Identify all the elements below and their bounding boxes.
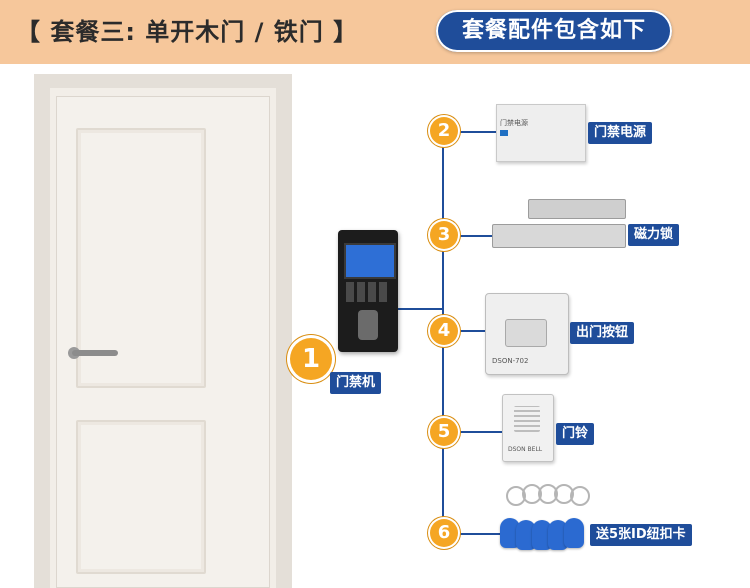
connector-5 [444, 431, 502, 433]
item-number-4: 4 [430, 317, 458, 345]
power-box-label: 门禁电源 [500, 119, 528, 127]
terminal-keypad [346, 282, 390, 302]
id-key-fob-icon [516, 520, 536, 550]
item-label-4: 出门按钮 [570, 322, 635, 344]
power-supply-image [496, 104, 586, 162]
exit-button-key-icon [505, 319, 547, 347]
connector-terminal [398, 308, 444, 310]
item-number-6: 6 [430, 519, 458, 547]
door-image [56, 96, 270, 588]
item-label-1: 门禁机 [330, 372, 382, 394]
package-title: 【 套餐三: 单开木门 / 铁门 】 [16, 18, 359, 46]
item-number-5: 5 [430, 418, 458, 446]
item-number-3: 3 [430, 221, 458, 249]
item-label-3: 磁力锁 [628, 224, 680, 246]
item-label-6: 送5张ID纽扣卡 [590, 524, 692, 546]
id-key-fob-icon [500, 518, 520, 548]
magnetic-lock-plate-image [528, 199, 626, 219]
header-banner: 【 套餐三: 单开木门 / 铁门 】 套餐配件包含如下 [0, 0, 750, 64]
doorbell-model: DSON BELL [508, 446, 543, 453]
fob-ring-icon [570, 486, 590, 506]
accessories-pill-text: 套餐配件包含如下 [461, 18, 646, 43]
item-label-2: 门禁电源 [588, 122, 653, 144]
id-key-fob-icon [532, 520, 552, 550]
door-panel-bottom [76, 420, 206, 574]
door-handle [72, 350, 118, 356]
connector-3 [444, 235, 492, 237]
connector-6 [444, 533, 500, 535]
id-key-fob-icon [564, 518, 584, 548]
power-box-logo [500, 130, 508, 136]
magnetic-lock-image [492, 224, 626, 248]
terminal-screen [344, 243, 396, 279]
door-panel-top [76, 128, 206, 388]
doorbell-speaker-icon [514, 406, 540, 432]
exit-button-model: DSON-702 [492, 357, 529, 365]
id-key-fob-icon [548, 520, 568, 550]
connector-2 [444, 131, 498, 133]
item-number-2: 2 [430, 117, 458, 145]
connector-4 [444, 330, 486, 332]
accessories-pill: 套餐配件包含如下 [436, 10, 672, 52]
item-label-5: 门铃 [556, 423, 595, 445]
fingerprint-sensor [358, 310, 378, 340]
item-number-1: 1 [290, 338, 332, 380]
